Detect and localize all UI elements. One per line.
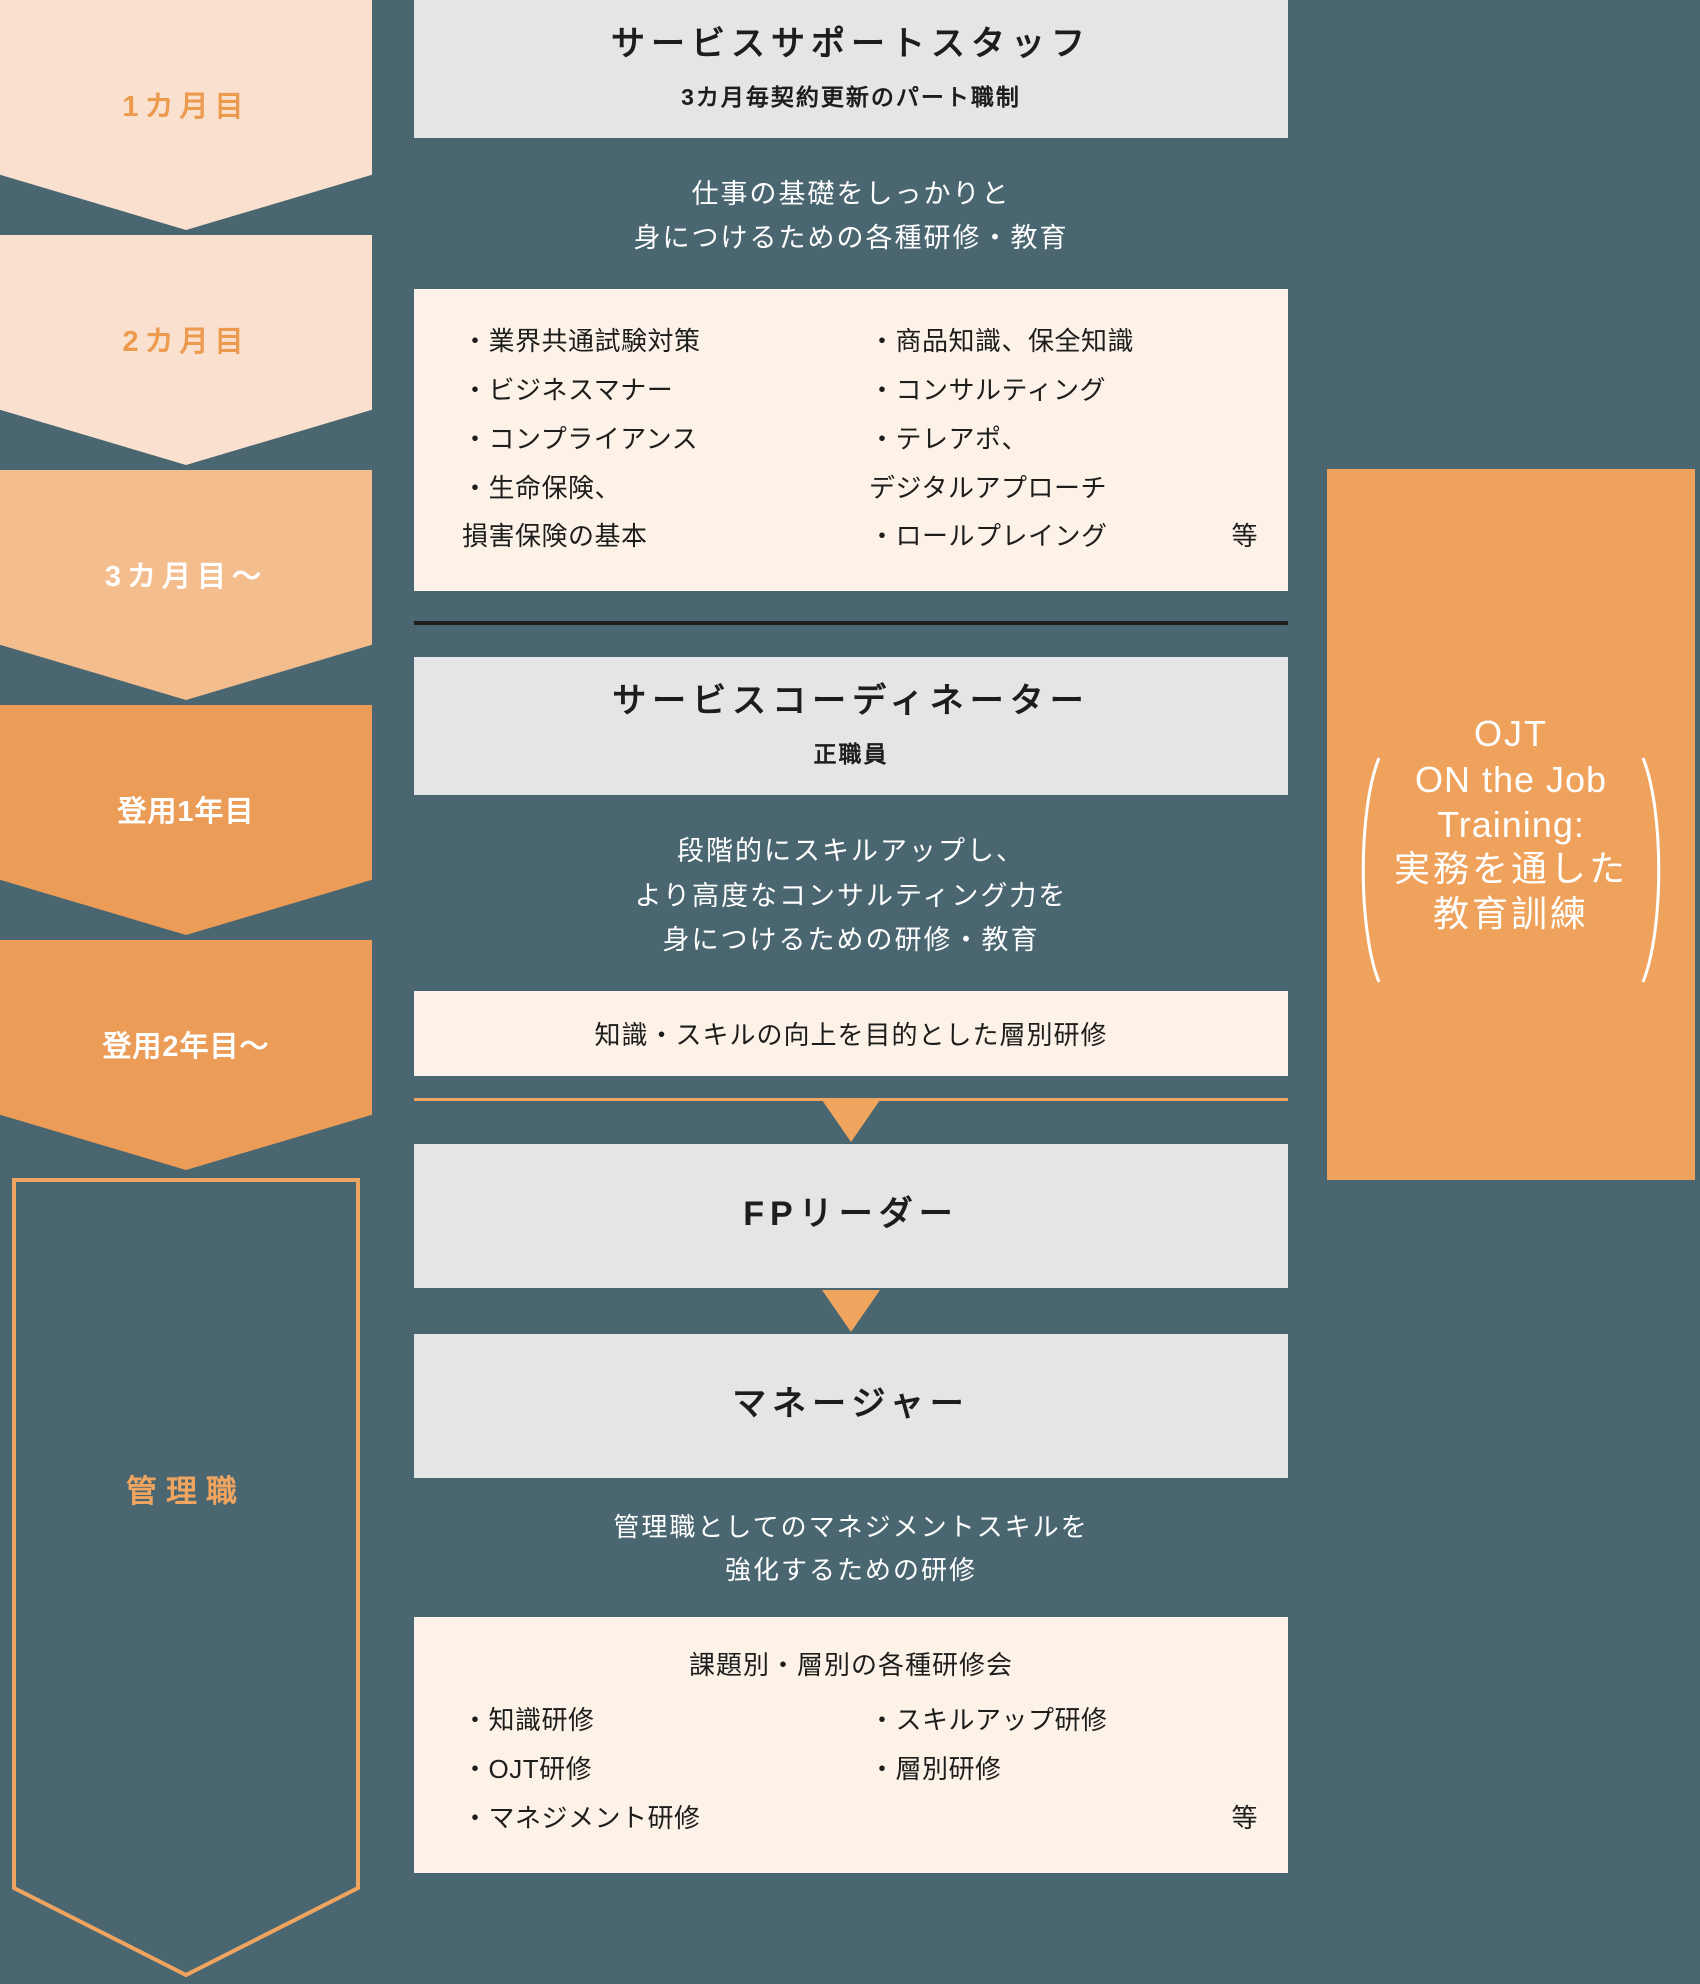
list-item: 等 ・ロールプレイング: [869, 512, 1258, 561]
list-item: ・層別研修: [869, 1754, 1002, 1785]
down-arrow-icon: [822, 1289, 880, 1332]
timeline-step-month3: 3カ月目〜: [0, 470, 372, 700]
ojt-callout-box: OJT ON the Job Training: 実務を通した 教育訓練: [1327, 469, 1695, 1180]
timeline-step-month1: 1カ月目: [0, 0, 372, 230]
list-item: ・スキルアップ研修: [869, 1705, 1108, 1736]
stage1-training-card: ・業界共通試験対策 ・ビジネスマナー ・コンプライアンス ・生命保険、 損害保険…: [414, 288, 1288, 592]
timeline-step-month1-label: 1カ月目: [122, 90, 250, 123]
stage1-lede: 仕事の基礎をしっかりと 身につけるための各種研修・教育: [633, 178, 1069, 254]
ojt-content: OJT ON the Job Training: 実務を通した 教育訓練: [1327, 712, 1695, 983]
list-item: 等: [869, 1794, 1258, 1843]
list-item-text: ・ロールプレイング: [869, 521, 1108, 552]
ojt-line-1: ON the Job: [1414, 759, 1608, 801]
list-item: ・テレアポ、 デジタルアプローチ: [869, 423, 1107, 503]
stage1-training-right-column: ・商品知識、保全知識 ・コンサルティング ・テレアポ、 デジタルアプローチ 等 ・…: [851, 317, 1258, 561]
stage4-training-right-column: ・スキルアップ研修 ・層別研修 等: [851, 1696, 1258, 1843]
stage1-etc-label: 等: [1231, 521, 1258, 552]
stage4-training-columns: ・知識研修 ・OJT研修 ・マネジメント研修 ・スキルアップ研修 ・層別研修 等: [444, 1696, 1258, 1843]
down-arrow-icon: [822, 1099, 880, 1142]
list-item: ・生命保険、 損害保険の基本: [462, 472, 648, 552]
stage2-to-stage3-connector: [414, 1097, 1288, 1144]
timeline-step-month3-label: 3カ月目〜: [104, 560, 268, 593]
left-parenthesis-icon: [1348, 754, 1384, 986]
stage1-title: サービスサポートスタッフ: [611, 25, 1091, 63]
stage4-training-heading: 課題別・層別の各種研修会: [688, 1650, 1013, 1681]
list-item: ・業界共通試験対策: [462, 325, 701, 356]
stage3-header-card: FPリーダー: [414, 1143, 1288, 1288]
ojt-title: OJT: [1474, 713, 1548, 755]
list-item: ・OJT研修: [462, 1754, 593, 1785]
stage4-header-card: マネージャー: [414, 1333, 1288, 1478]
list-item: ・マネジメント研修: [462, 1803, 701, 1834]
timeline-column: 1カ月目 2カ月目 3カ月目〜 登用1年目 登用2年目〜 管理職: [0, 0, 372, 1984]
timeline-step-year2: 登用2年目〜: [0, 940, 372, 1170]
stage1-training-columns: ・業界共通試験対策 ・ビジネスマナー ・コンプライアンス ・生命保険、 損害保険…: [444, 317, 1258, 561]
right-parenthesis-icon: [1638, 754, 1674, 986]
stage4-training-card: 課題別・層別の各種研修会 ・知識研修 ・OJT研修 ・マネジメント研修 ・スキル…: [414, 1617, 1288, 1874]
list-item: ・コンプライアンス: [462, 423, 699, 454]
timeline-step-year1-label: 登用1年目: [117, 795, 255, 828]
stage3-to-stage4-connector: [414, 1288, 1288, 1334]
timeline-step-month2: 2カ月目: [0, 235, 372, 465]
timeline-step-month2-label: 2カ月目: [122, 325, 250, 358]
stage2-lede: 段階的にスキルアップし、 より高度なコンサルティング力を 身につけるための研修・…: [634, 836, 1068, 956]
manager-chevron-outline-icon: [12, 1178, 360, 1978]
orange-divider-line: [414, 1097, 1288, 1101]
list-item: ・コンサルティング: [869, 374, 1106, 405]
stage1-header-card: サービスサポートスタッフ 3カ月毎契約更新のパート職制: [414, 0, 1288, 138]
ojt-line-4: 教育訓練: [1432, 893, 1589, 935]
timeline-step-year2-label: 登用2年目〜: [102, 1030, 270, 1063]
timeline-step-year1: 登用1年目: [0, 705, 372, 935]
stage2-training-card: 知識・スキルの向上を目的とした層別研修: [414, 990, 1288, 1076]
stage4-training-left-column: ・知識研修 ・OJT研修 ・マネジメント研修: [444, 1696, 851, 1843]
stage2-header-card: サービスコーディネーター 正職員: [414, 657, 1288, 796]
timeline-step-manager-label: 管理職: [126, 1474, 246, 1509]
ojt-line-2: Training:: [1437, 803, 1585, 845]
ojt-description: ON the Job Training: 実務を通した 教育訓練: [1348, 757, 1674, 983]
stage2-subtitle: 正職員: [813, 741, 889, 768]
list-item: ・ビジネスマナー: [462, 374, 674, 405]
list-item: ・商品知識、保全知識: [869, 325, 1135, 356]
main-column: サービスサポートスタッフ 3カ月毎契約更新のパート職制 仕事の基礎をしっかりと …: [414, 0, 1288, 1874]
stage4-lede: 管理職としてのマネジメントスキルを 強化するための研修: [613, 1511, 1089, 1585]
timeline-step-manager: 管理職: [12, 1178, 360, 1978]
stage1-training-left-column: ・業界共通試験対策 ・ビジネスマナー ・コンプライアンス ・生命保険、 損害保険…: [444, 317, 851, 561]
stage4-title: マネージャー: [732, 1384, 970, 1423]
ojt-line-3: 実務を通した: [1393, 848, 1628, 890]
stage3-title: FPリーダー: [743, 1194, 959, 1233]
list-item: ・知識研修: [462, 1705, 595, 1736]
stage2-title: サービスコーディネーター: [612, 682, 1090, 721]
stage4-etc-label: 等: [1231, 1803, 1258, 1834]
stage1-subtitle: 3カ月毎契約更新のパート職制: [681, 83, 1021, 110]
section-divider: [414, 621, 1288, 626]
